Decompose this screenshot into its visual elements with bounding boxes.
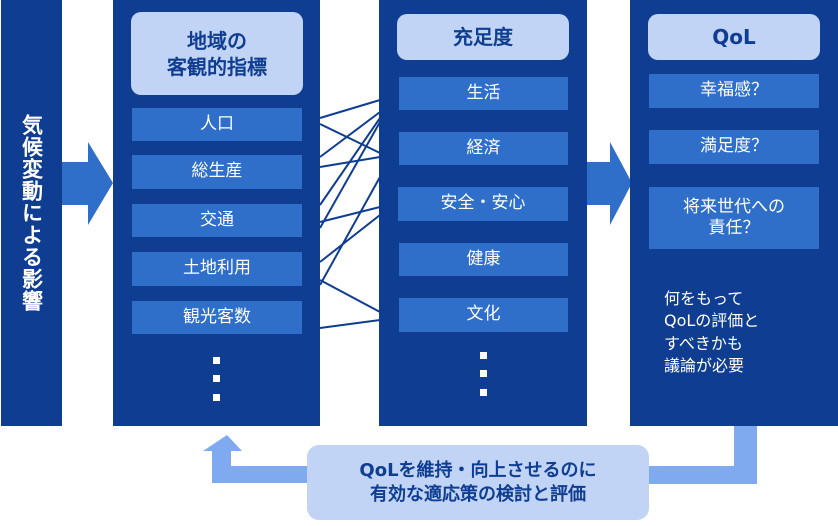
arrow-satisfaction-to-qol — [587, 142, 632, 225]
arrow-impact-to-indicators — [62, 142, 113, 225]
qol-item: 将来世代への 責任？ — [649, 187, 819, 249]
satisfaction-item: 文化 — [399, 298, 568, 332]
qol-item: 満足度？ — [649, 130, 819, 164]
indicator-item: 総生産 — [132, 155, 302, 189]
indicator-item: 観光客数 — [132, 301, 302, 334]
feedback-box: QoLを維持・向上させるのに 有効な適応策の検討と評価 — [307, 445, 649, 520]
qol-note: 何をもって QoLの評価と すべきかも 議論が必要 — [664, 289, 760, 376]
ellipsis-dot — [480, 370, 487, 377]
climate-impact-label: 気候変動による影響 — [19, 114, 44, 312]
link-line — [319, 206, 381, 223]
qol-item: 幸福感？ — [649, 74, 819, 108]
ellipsis-dot — [480, 389, 487, 396]
climate-impact-label-wrap: 気候変動による影響 — [1, 0, 62, 426]
indicator-item: 交通 — [132, 204, 302, 237]
link-line — [319, 121, 381, 229]
ellipsis-dot — [480, 352, 487, 359]
satisfaction-item: 健康 — [399, 243, 568, 276]
link-line — [319, 111, 381, 158]
link-line — [319, 319, 381, 329]
feedback-arrow — [203, 426, 757, 484]
link-line — [319, 279, 381, 313]
ellipsis-dot — [213, 375, 220, 382]
qol-title: QoL — [648, 14, 820, 60]
indicator-satisfaction-links — [319, 99, 381, 329]
satisfaction-item: 安全・安心 — [398, 187, 568, 221]
ellipsis-dot — [213, 394, 220, 401]
link-line — [319, 123, 381, 154]
ellipsis-dot — [213, 357, 220, 364]
indicators-title: 地域の 客観的指標 — [131, 12, 303, 95]
climate-impact-bar — [1, 0, 62, 426]
link-line — [319, 117, 381, 206]
indicator-item: 人口 — [132, 108, 302, 141]
link-line — [319, 176, 381, 286]
link-line — [319, 214, 381, 263]
satisfaction-title: 充足度 — [397, 14, 569, 60]
satisfaction-item: 生活 — [399, 77, 568, 110]
link-line — [319, 99, 381, 119]
satisfaction-item: 経済 — [399, 132, 568, 165]
indicator-item: 土地利用 — [132, 252, 302, 286]
